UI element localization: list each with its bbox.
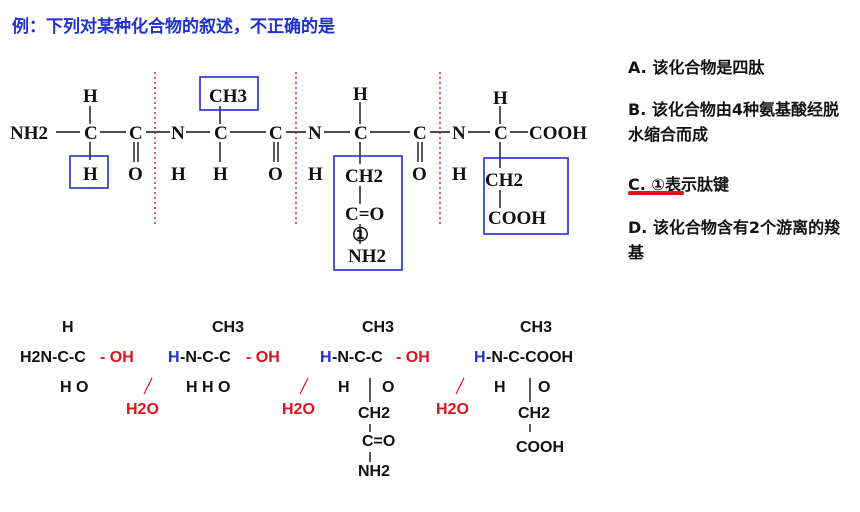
r-group-box [333,155,403,271]
amino-acid-2: CH3 H -N-C-C - OH H H O H2O [168,319,315,418]
formula-n-c-cooh: -N-C-COOH [486,349,573,366]
amino-acid-4: CH3 H -N-C-COOH H O CH2 COOH [474,319,573,456]
atom-c: C [84,123,98,144]
r-group-box [199,76,259,111]
atom-n: N [171,123,185,144]
atom-ch3: CH3 [520,319,552,336]
atom-o: O [538,379,550,396]
question-title: 例：下列对某种化合物的叙述，不正确的是 [12,17,335,37]
atom-ch3: CH3 [209,86,247,107]
atom-nh2: NH2 [348,246,386,267]
atom-c: C [269,123,283,144]
atom-h: H [83,86,98,107]
tetrapeptide-structure: NH2 H C H C O N H CH3 C H C O N H H C CH… [10,72,587,271]
formula-oh: - OH [396,349,430,366]
atom-ch2: CH2 [518,405,550,422]
atom-h-blue: H [320,349,332,366]
atom-cooh: COOH [529,123,587,144]
atom-h-blue: H [168,349,180,366]
formula-oh: - OH [100,349,134,366]
atom-h: H [353,84,368,105]
formula-n-c-c: -N-C-C [332,349,383,366]
option-b[interactable]: B. 该化合物由4种氨基酸经脱水缩合而成 [628,100,839,144]
atom-h: H [83,164,98,185]
atom-c: C [129,123,143,144]
atom-o: O [382,379,394,396]
option-c[interactable]: C. ①表示肽键 [628,175,729,194]
atom-c-eq-o: C=O [345,204,384,225]
atom-c: C [214,123,228,144]
atom-o: O [268,164,283,185]
atom-c-eq-o: C=O [362,433,395,450]
atom-n: N [452,123,466,144]
formula-h2o: H2O [126,401,159,418]
label-circle-one: ① [352,225,369,246]
atom-h: H [338,379,350,396]
arrow-up [455,377,465,395]
r-group-box [483,157,569,235]
formula-h2o: H2O [436,401,469,418]
atom-h: H [452,164,467,185]
formula-h-o: H O [60,379,88,396]
atom-nh2: NH2 [358,463,390,480]
atom-h: H [213,164,228,185]
atom-ch2: CH2 [345,166,383,187]
amino-acid-1: H H2N-C-C - OH H O H2O [20,319,159,418]
atom-c: C [413,123,427,144]
atom-ch2: CH2 [358,405,390,422]
atom-ch3: CH3 [212,319,244,336]
atom-c: C [494,123,508,144]
atom-o: O [412,164,427,185]
atom-o: O [128,164,143,185]
formula-h-h-o: H H O [186,379,230,396]
option-a[interactable]: A. 该化合物是四肽 [628,58,765,77]
atom-nh2: NH2 [10,123,48,144]
atom-cooh: COOH [488,208,546,229]
formula-n-c-c: -N-C-C [180,349,231,366]
atom-ch2: CH2 [485,170,523,191]
option-c-underline [628,191,684,195]
atom-cooh: COOH [516,439,564,456]
atom-h: H [493,88,508,109]
atom-c: C [354,123,368,144]
atom-n: N [308,123,322,144]
formula-h2o: H2O [282,401,315,418]
amino-acid-3: CH3 H -N-C-C - OH H O CH2 C=O NH2 H2O [320,319,469,480]
atom-h-blue: H [474,349,486,366]
atom-h: H [494,379,506,396]
arrow-up [299,377,309,395]
atom-h: H [62,319,74,336]
formula-h2n-c-c: H2N-C-C [20,349,86,366]
arrow-up [143,377,153,395]
formula-oh: - OH [246,349,280,366]
atom-ch3: CH3 [362,319,394,336]
option-d[interactable]: D. 该化合物含有2个游离的羧基 [628,218,841,262]
atom-h: H [308,164,323,185]
atom-h: H [171,164,186,185]
r-group-box [69,155,109,189]
